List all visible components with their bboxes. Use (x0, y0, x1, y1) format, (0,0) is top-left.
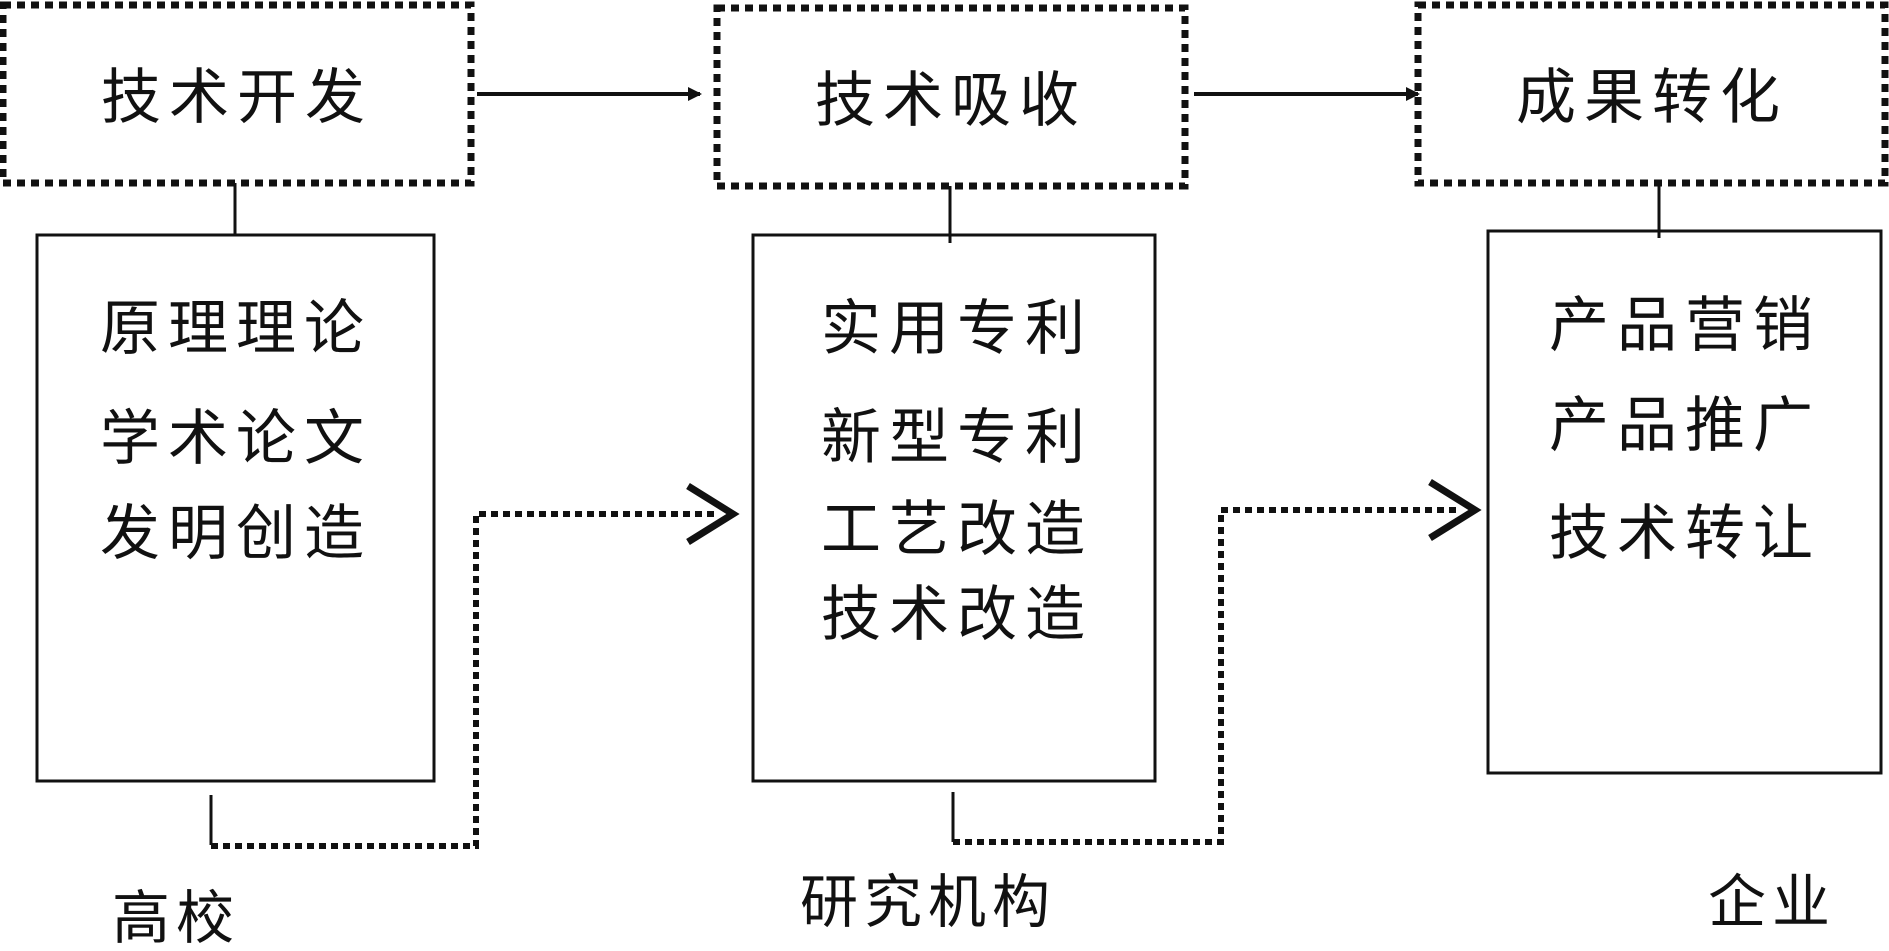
item-label: 技术转让 (1549, 499, 1821, 569)
chevron-right-icon (686, 483, 740, 545)
item-label: 产品推广 (1549, 391, 1821, 461)
stage-label-tech-development: 技术开发 (101, 63, 373, 133)
stage-box-tech-absorption: 技术吸收 (713, 4, 1189, 190)
item-label: 产品营销 (1549, 291, 1821, 361)
flow-university-to-research (209, 483, 740, 849)
org-label-enterprise: 企业 (1708, 868, 1836, 936)
item-label: 原理理论 (100, 294, 372, 364)
org-label-university: 高校 (112, 884, 240, 946)
item-label: 学术论文 (100, 404, 372, 474)
stage-label-tech-absorption: 技术吸收 (815, 66, 1087, 136)
stage-box-result-transformation: 成果转化 (1414, 1, 1889, 187)
item-label: 技术改造 (821, 580, 1093, 650)
org-label-research-institution: 研究机构 (800, 868, 1056, 936)
column-box-university: 原理理论 学术论文 发明创造 (35, 233, 436, 783)
chevron-right-icon (1428, 479, 1482, 541)
stage-label-result-transformation: 成果转化 (1516, 63, 1788, 133)
item-label: 发明创造 (100, 499, 372, 569)
item-label: 实用专利 (821, 294, 1093, 364)
item-label: 工艺改造 (821, 495, 1093, 565)
item-label: 新型专利 (821, 403, 1093, 473)
column-box-enterprise: 产品营销 产品推广 技术转让 (1486, 229, 1883, 775)
stage-box-tech-development: 技术开发 (0, 1, 475, 187)
flow-research-to-enterprise (951, 479, 1482, 845)
column-box-research-institution: 实用专利 新型专利 工艺改造 技术改造 (751, 233, 1157, 783)
